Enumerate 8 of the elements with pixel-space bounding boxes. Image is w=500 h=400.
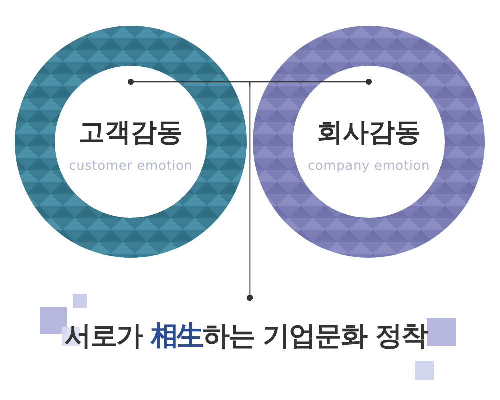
heading-text: 고객감동 (79, 118, 183, 148)
connector-line (246, 78, 372, 302)
ring (253, 26, 485, 258)
heading-text: 회사감동 (317, 118, 421, 148)
subtitle-text: customer emotion (69, 159, 193, 175)
ring (15, 26, 247, 258)
subtitle-text: company emotion (308, 159, 430, 175)
headline-text: 서로가 相生하는 기업문화 정착 (64, 320, 428, 354)
